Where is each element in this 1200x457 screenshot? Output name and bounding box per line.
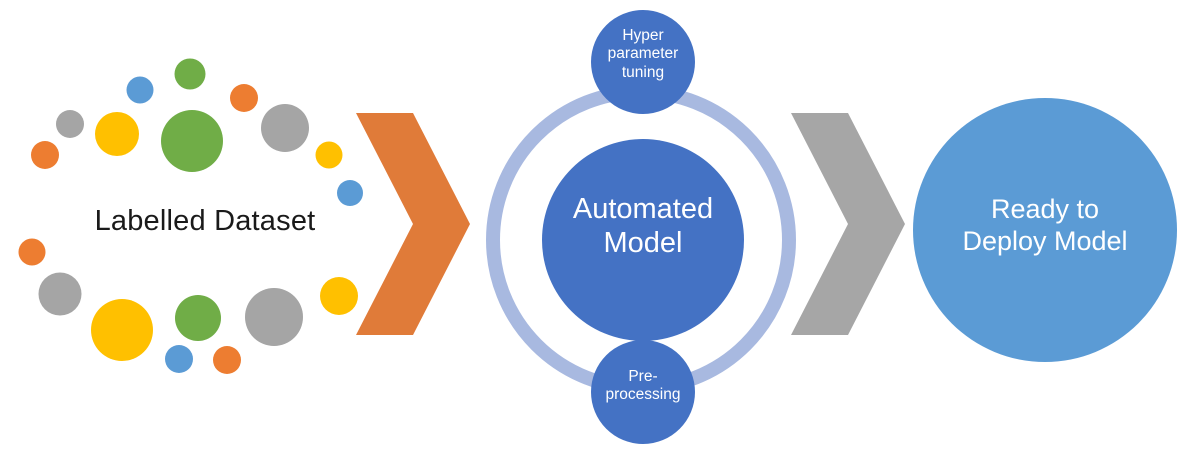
ready-to-deploy-circle	[913, 98, 1177, 362]
arrow-dataset-to-model	[356, 113, 470, 335]
dataset-dot	[175, 295, 221, 341]
dataset-dot	[174, 58, 206, 90]
dataset-dot	[320, 277, 358, 315]
dataset-dot	[38, 272, 82, 316]
labelled-dataset-dot-cloud	[18, 58, 363, 374]
dataset-dot	[91, 299, 153, 361]
dataset-dot	[18, 238, 46, 266]
dataset-dot	[95, 112, 139, 156]
dataset-dot	[213, 346, 241, 374]
hyperparameter-tuning-bubble	[591, 10, 695, 114]
dataset-dot	[31, 141, 59, 169]
labelled-dataset-label: Labelled Dataset	[94, 205, 316, 237]
dataset-dot	[161, 110, 223, 172]
arrow-model-to-deploy	[791, 113, 905, 335]
automated-model-circle	[542, 139, 744, 341]
dataset-dot	[337, 180, 363, 206]
dataset-dot	[56, 110, 84, 138]
dataset-dot	[245, 288, 303, 346]
dataset-dot	[261, 104, 309, 152]
ready-to-deploy-label: Ready to Deploy Model	[962, 194, 1128, 256]
dataset-dot	[315, 141, 343, 169]
automated-model-label: Automated Model	[572, 193, 714, 260]
dataset-dot	[165, 345, 193, 373]
pre-processing-bubble	[591, 340, 695, 444]
dataset-dot	[126, 76, 154, 104]
dataset-dot	[230, 84, 258, 112]
hyperparameter-tuning-label: Hyper parameter tuning	[607, 27, 679, 81]
pre-processing-label: Pre- processing	[605, 368, 681, 404]
